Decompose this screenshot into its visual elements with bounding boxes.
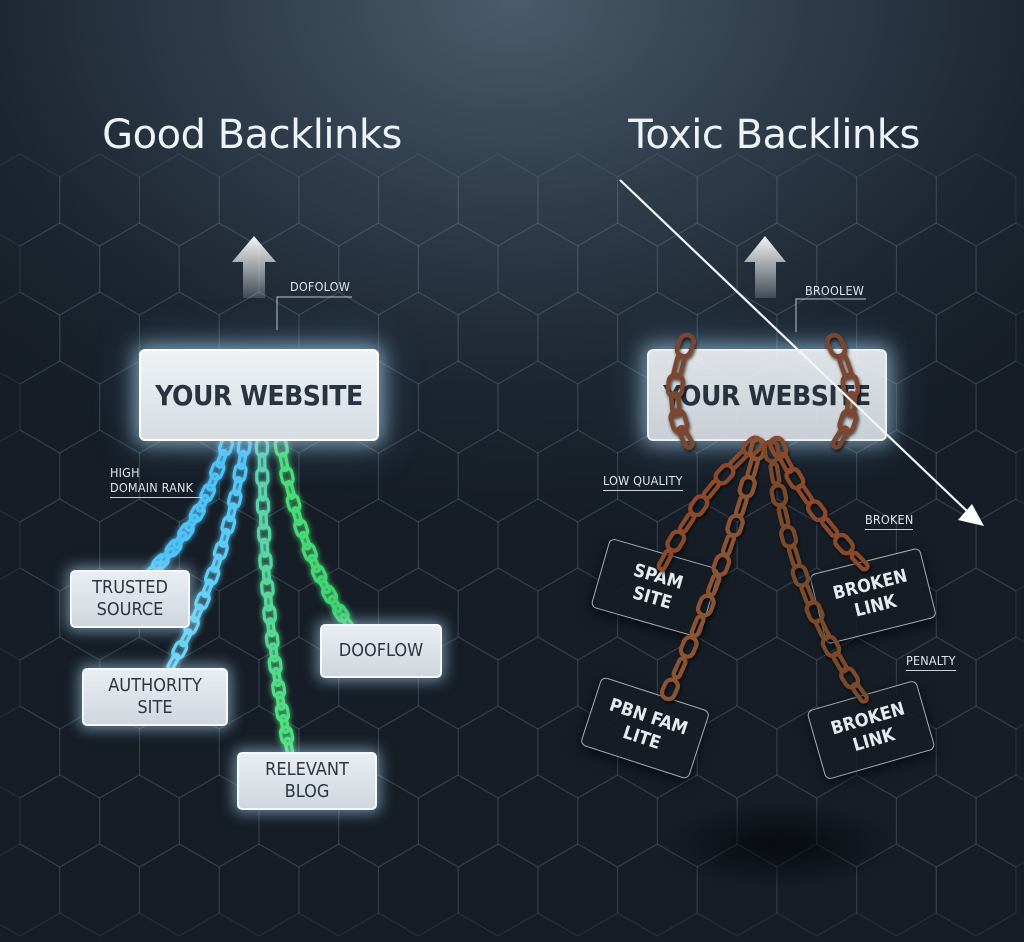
label-dofollow-top: DOFOLOW xyxy=(290,279,351,294)
node-trusted-source: TRUSTED SOURCE xyxy=(70,570,190,628)
floor-shadow xyxy=(660,800,900,890)
node-relevant-blog: RELEVANT BLOG xyxy=(237,752,377,810)
label-toxic-top: BROOLEW xyxy=(805,283,865,298)
up-arrow-icon xyxy=(232,236,276,298)
label-penalty: PENALTY xyxy=(906,653,956,671)
good-your-website-box: YOUR WEBSITE xyxy=(139,349,379,441)
good-backlinks-title: Good Backlinks xyxy=(102,112,402,158)
node-dooflow: DOOFLOW xyxy=(320,624,442,678)
up-arrow-icon xyxy=(744,236,786,298)
label-low-quality: LOW QUALITY xyxy=(603,473,683,491)
node-authority-site: AUTHORITY SITE xyxy=(82,668,228,726)
toxic-backlinks-title: Toxic Backlinks xyxy=(628,112,920,158)
label-connectors xyxy=(276,296,866,332)
label-high-domain-rank: HIGH DOMAIN RANK xyxy=(110,465,202,498)
down-trend-arrow-icon xyxy=(619,179,984,526)
label-broken: BROKEN xyxy=(865,512,914,530)
